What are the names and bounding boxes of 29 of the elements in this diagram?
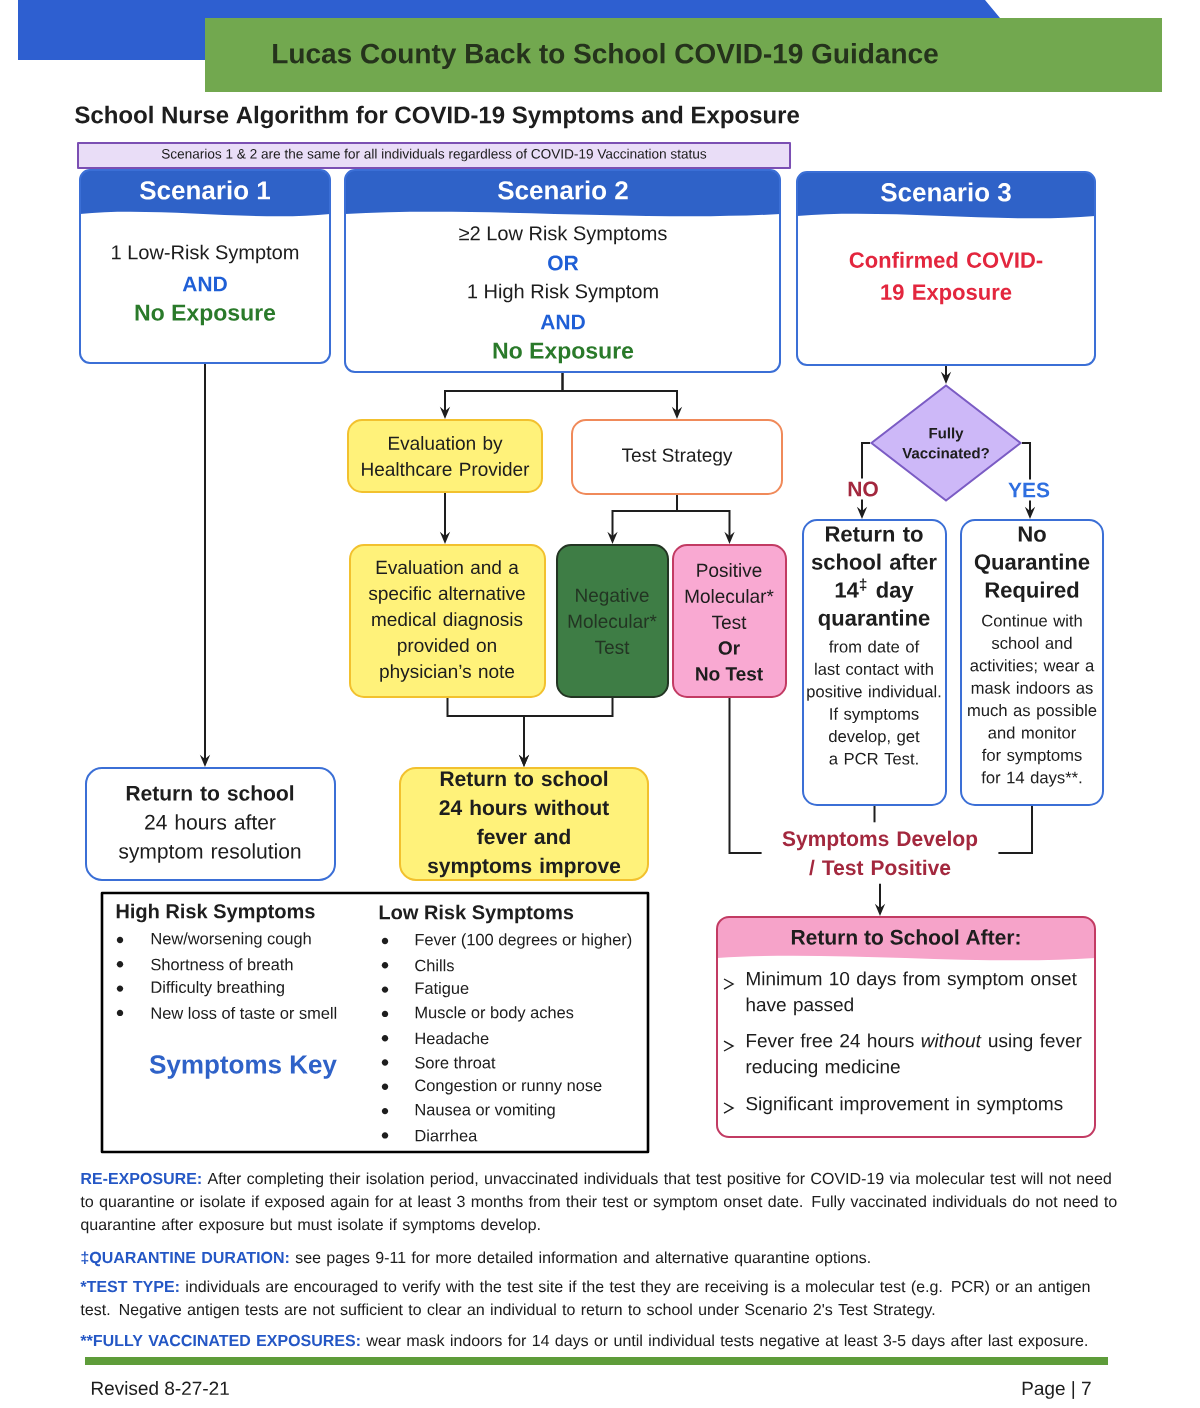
note-box: Scenarios 1 & 2 are the same for all individuals regardless of COVID-19 Vaccination status — [77, 142, 791, 169]
title-banner: Lucas County Back to School COVID-19 Guidance — [205, 18, 1162, 92]
result-box: Negative Molecular* Test — [556, 544, 669, 698]
revision-date: Revised 8-27-21 — [91, 1381, 229, 1395]
outcome-box: Return to school after 14$^{‡}$ day quarantine from date of last contact with positive individual. If symptoms develop, get a PCR Test. — [802, 519, 947, 806]
process-box: Evaluation by Healthcare Provider — [347, 419, 543, 493]
scenario-card: Scenario 1 1 Low-Risk Symptom AND No Exposure — [79, 169, 331, 364]
connector-line — [997, 805, 1033, 854]
footnote: RE-EXPOSURE: After completing their isolation period, unvaccinated individuals that test positive for COVID-19 via molecular test will not need to quarantine or isolate if exposed again for at least 3 months from their test or symptom onset date. Fully vaccinated individuals do not need to quarantine after exposure but must isolate if symptoms develop. — [80, 1172, 1117, 1234]
process-box: Test Strategy — [571, 419, 783, 495]
symptoms-key-box: High Risk Symptoms New/worsening cough Shortness of breath Difficulty breathing New loss of taste or smell Symptoms Key Low Risk Symptoms Fever (100 degrees or higher) Chills Fatigue Muscle or body aches Headache Sore throat Congestion or runny nose Nausea or vomiting Diarrhea — [100, 891, 650, 1154]
edge-label: NO — [844, 478, 882, 500]
edge-label: YES — [1005, 479, 1053, 501]
return-criteria-card: Return to School After: Minimum 10 days from symptom onset have passed Fever free 24 hours without using fever reducing medicine Significant improvement in symptoms — [716, 916, 1096, 1138]
scenario-card: Scenario 3 Confirmed COVID-19 Exposure — [796, 171, 1096, 366]
outcome-box: No Quarantine Required Continue with school and activities; wear a mask indoors as much as possible and monitor for symptoms for 14 days**. — [960, 519, 1104, 806]
outcome-box: Return to school 24 hours without fever and symptoms improve — [399, 767, 649, 881]
footnote: *TEST TYPE: individuals are encouraged to verify with the test site if the test they are receiving is a molecular test (e.g. PCR) or an antigen test. Negative antigen tests are not sufficient to clear an individual to return to school under Scenario 2's Test Strategy. — [80, 1280, 1090, 1319]
connector-line — [728, 697, 763, 854]
connector-line — [873, 805, 876, 824]
result-box: Positive Molecular* Test Or No Test — [672, 544, 787, 698]
outcome-text: Symptoms Develop / Test Positive — [782, 830, 978, 876]
scenario-card: Scenario 2 ≥2 Low Risk Symptoms OR 1 High Risk Symptom AND No Exposure — [344, 169, 781, 373]
footnote: **FULLY VACCINATED EXPOSURES: wear mask indoors for 14 days or until individual tests negative at least 3-5 days after last exposure. — [80, 1334, 1087, 1350]
page-number: Page | 7 — [1022, 1381, 1091, 1399]
subtitle: School Nurse Algorithm for COVID-19 Symptoms and Exposure — [75, 105, 799, 129]
footnote: ‡QUARANTINE DURATION: see pages 9-11 for more detailed information and alternative quarantine options. — [81, 1251, 870, 1267]
outcome-box: Return to school 24 hours after symptom resolution — [85, 767, 336, 881]
process-box: Evaluation and a specific alternative medical diagnosis provided on physician’s note — [349, 544, 546, 698]
